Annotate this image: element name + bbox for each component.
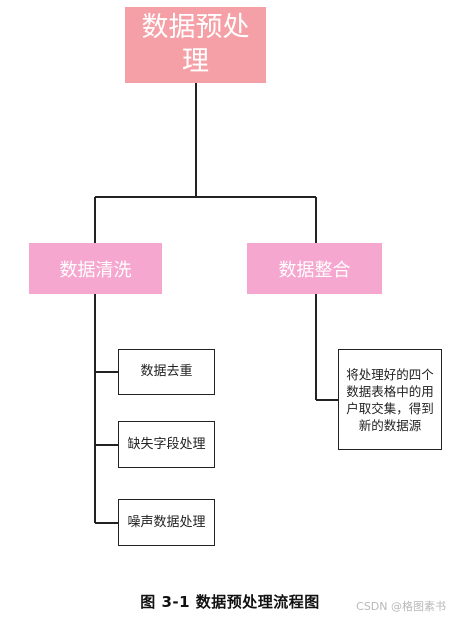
leaf-node-deduplication: 数据去重: [118, 349, 215, 395]
leaf-label: 将处理好的四个数据表格中的用户取交集，得到新的数据源: [346, 366, 434, 433]
branch-label: 数据整合: [278, 259, 351, 281]
leaf-label: 缺失字段处理: [127, 436, 206, 452]
leaf-node-user-intersection: 将处理好的四个数据表格中的用户取交集，得到新的数据源: [338, 349, 442, 450]
root-label: 数据预处理: [141, 12, 250, 77]
branch-node-data-cleaning: 数据清洗: [29, 243, 162, 294]
branch-node-data-integration: 数据整合: [247, 243, 382, 294]
leaf-node-missing-fields: 缺失字段处理: [118, 421, 215, 468]
root-node: 数据预处理: [125, 7, 266, 83]
leaf-label: 噪声数据处理: [127, 514, 206, 530]
leaf-node-noise-data: 噪声数据处理: [118, 499, 215, 546]
watermark: CSDN @格图素书: [356, 600, 446, 613]
branch-label: 数据清洗: [59, 259, 132, 281]
leaf-label: 数据去重: [140, 364, 193, 379]
figure-caption: 图 3-1 数据预处理流程图: [140, 593, 320, 611]
